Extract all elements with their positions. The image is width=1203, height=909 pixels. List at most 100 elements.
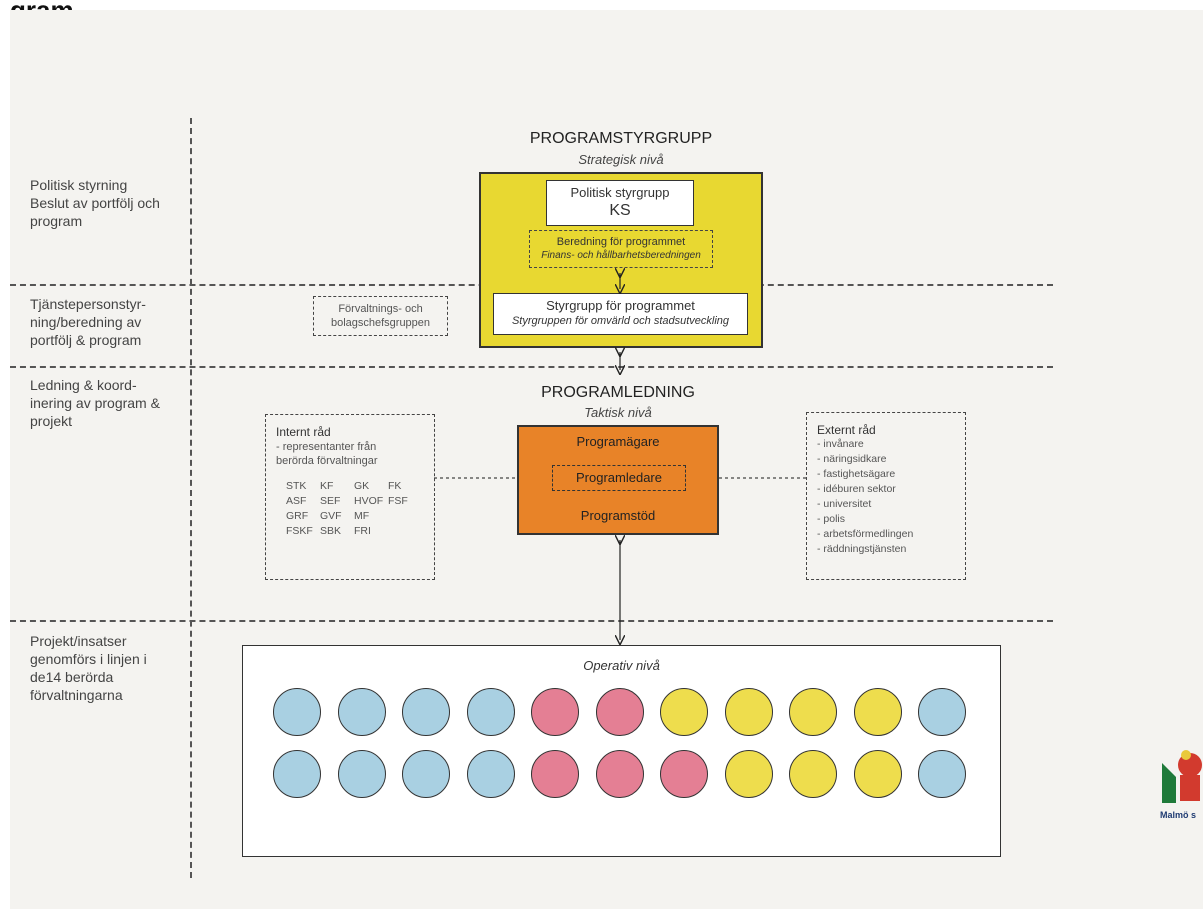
political-box-ks: KS bbox=[609, 202, 631, 219]
external-council-item: - räddningstjänsten bbox=[817, 543, 907, 555]
tactical-title: PROGRAMLEDNING bbox=[541, 384, 695, 401]
administration-code bbox=[388, 509, 422, 524]
preparation-box: Beredning för programmet Finans- och hål… bbox=[529, 230, 713, 268]
row-label-line: de14 berörda bbox=[30, 669, 114, 685]
project-circle-yellow bbox=[789, 750, 837, 798]
project-circle-blue bbox=[918, 688, 966, 736]
strategic-level: Strategisk nivå bbox=[578, 152, 664, 167]
internal-council-box: Internt råd - representanter från berörd… bbox=[265, 414, 435, 580]
external-council-item: - invånare bbox=[817, 438, 864, 450]
code-row: GRF GVF MF bbox=[286, 509, 434, 524]
external-council-item: - polis bbox=[817, 513, 846, 525]
administration-code: GK bbox=[354, 480, 370, 492]
administration-code: FK bbox=[388, 480, 402, 492]
divider-service bbox=[10, 366, 1053, 368]
preparation-title: Beredning för programmet bbox=[556, 236, 686, 248]
row-label-line: Politisk styrning bbox=[30, 177, 128, 193]
external-council-item: - idéburen sektor bbox=[817, 483, 896, 495]
administration-code: HVOF bbox=[354, 495, 384, 507]
political-steering-box: Politisk styrgrupp KS bbox=[546, 180, 694, 226]
administration-code: KF bbox=[320, 480, 334, 492]
row-label-line: förvaltningarna bbox=[30, 687, 123, 703]
administration-code: GRF bbox=[286, 510, 309, 522]
internal-council-title: Internt råd bbox=[276, 425, 331, 439]
row-label-line: genomförs i linjen i bbox=[30, 651, 147, 667]
project-circle-blue bbox=[466, 750, 515, 798]
admin-heads-line1: Förvaltnings- och bbox=[338, 303, 423, 315]
project-circle-blue bbox=[273, 750, 321, 798]
administration-code: STK bbox=[286, 480, 307, 492]
project-circle-pink bbox=[595, 750, 644, 798]
row-label-line: projekt bbox=[30, 413, 73, 429]
project-circle-pink bbox=[660, 750, 708, 798]
project-circle-blue bbox=[466, 688, 515, 736]
strategic-title: PROGRAMSTYRGRUPP bbox=[529, 130, 713, 147]
project-circle-pink bbox=[531, 750, 579, 798]
project-circle-yellow bbox=[724, 688, 773, 736]
project-circle-blue bbox=[273, 688, 321, 736]
steering-subtitle: Styrgruppen för omvärld och stadsutveckl… bbox=[511, 315, 730, 327]
external-council-list: - invånare - näringsidkare - fastighetsäga… bbox=[817, 437, 965, 557]
project-circle-yellow bbox=[789, 688, 837, 736]
code-row: FSKF SBK FRI bbox=[286, 524, 434, 539]
vertical-divider bbox=[190, 118, 192, 878]
project-circle-yellow bbox=[853, 688, 902, 736]
project-circle-pink bbox=[595, 688, 644, 736]
preparation-subtitle: Finans- och hållbarhetsberedningen bbox=[541, 250, 701, 261]
external-council-box: Externt råd - invånare - näringsidkare - f… bbox=[806, 412, 966, 580]
project-circle-yellow bbox=[853, 750, 902, 798]
administration-code bbox=[388, 524, 422, 539]
administration-code: ASF bbox=[286, 495, 307, 507]
administration-code: FSKF bbox=[286, 525, 313, 537]
page-heading: gram bbox=[10, 0, 74, 10]
steering-title: Styrgrupp för programmet bbox=[546, 298, 695, 313]
external-council-item: - fastighetsägare bbox=[817, 468, 896, 480]
row-label-line: Beslut av portfölj och bbox=[30, 195, 160, 211]
operative-title: Operativ nivå bbox=[583, 658, 660, 673]
internal-council-desc: - representanter från bbox=[276, 441, 377, 453]
program-leader: Programledare bbox=[552, 465, 686, 491]
internal-council-desc: berörda förvaltningar bbox=[276, 455, 378, 467]
program-steering-box: Styrgrupp för programmet Styrgruppen för… bbox=[493, 293, 748, 335]
row-label-line: Projekt/insatser bbox=[30, 633, 127, 649]
project-circle-pink bbox=[531, 688, 579, 736]
row-label-service: Tjänstepersonstyr- ning/beredning av por… bbox=[30, 295, 146, 349]
administration-code: MF bbox=[354, 510, 370, 522]
program-owner: Programägare bbox=[576, 434, 660, 449]
administration-code: GVF bbox=[320, 510, 342, 522]
row-label-political: Politisk styrning Beslut av portfölj och… bbox=[30, 176, 160, 230]
row-label-line: ning/beredning av bbox=[30, 314, 142, 330]
project-circle-blue bbox=[402, 750, 450, 798]
malmo-logo-icon bbox=[1162, 750, 1202, 803]
row-label-leadership: Ledning & koord- inering av program & pr… bbox=[30, 376, 160, 430]
admin-heads-line2: bolagschefsgruppen bbox=[330, 317, 431, 329]
row-label-line: Tjänstepersonstyr- bbox=[30, 296, 146, 312]
project-circle-blue bbox=[337, 750, 386, 798]
external-council-item: - näringsidkare bbox=[817, 453, 887, 465]
row-label-line: Ledning & koord- bbox=[30, 377, 137, 393]
external-council-item: - arbetsförmedlingen bbox=[817, 528, 914, 540]
administration-code: SEF bbox=[320, 495, 341, 507]
administration-code: FSF bbox=[388, 495, 408, 507]
code-row: ASF SEF HVOF FSF bbox=[286, 494, 434, 509]
administration-codes: STK KF GK FK ASF SEF HVOF FSF GRF GVF MF FSKF SBK FRI bbox=[286, 479, 434, 539]
row-label-line: inering av program & bbox=[30, 395, 160, 411]
administration-code: FRI bbox=[354, 525, 371, 537]
program-support: Programstöd bbox=[580, 508, 656, 523]
divider-leadership bbox=[10, 620, 1053, 622]
external-council-title: Externt råd bbox=[817, 423, 876, 437]
code-row: STK KF GK FK bbox=[286, 479, 434, 494]
row-label-line: portfölj & program bbox=[30, 332, 142, 348]
row-label-line: program bbox=[30, 213, 83, 229]
project-circle-blue bbox=[337, 688, 386, 736]
political-box-title: Politisk styrgrupp bbox=[570, 185, 670, 200]
project-circle-blue bbox=[918, 750, 966, 798]
logo-text: Malmö s bbox=[1160, 810, 1197, 820]
external-council-item: - universitet bbox=[817, 498, 872, 510]
row-label-projects: Projekt/insatser genomförs i linjen i de… bbox=[30, 632, 147, 704]
project-circle-yellow bbox=[724, 750, 773, 798]
tactical-level: Taktisk nivå bbox=[584, 405, 652, 420]
administration-code: SBK bbox=[320, 525, 342, 537]
project-circle-blue bbox=[402, 688, 450, 736]
